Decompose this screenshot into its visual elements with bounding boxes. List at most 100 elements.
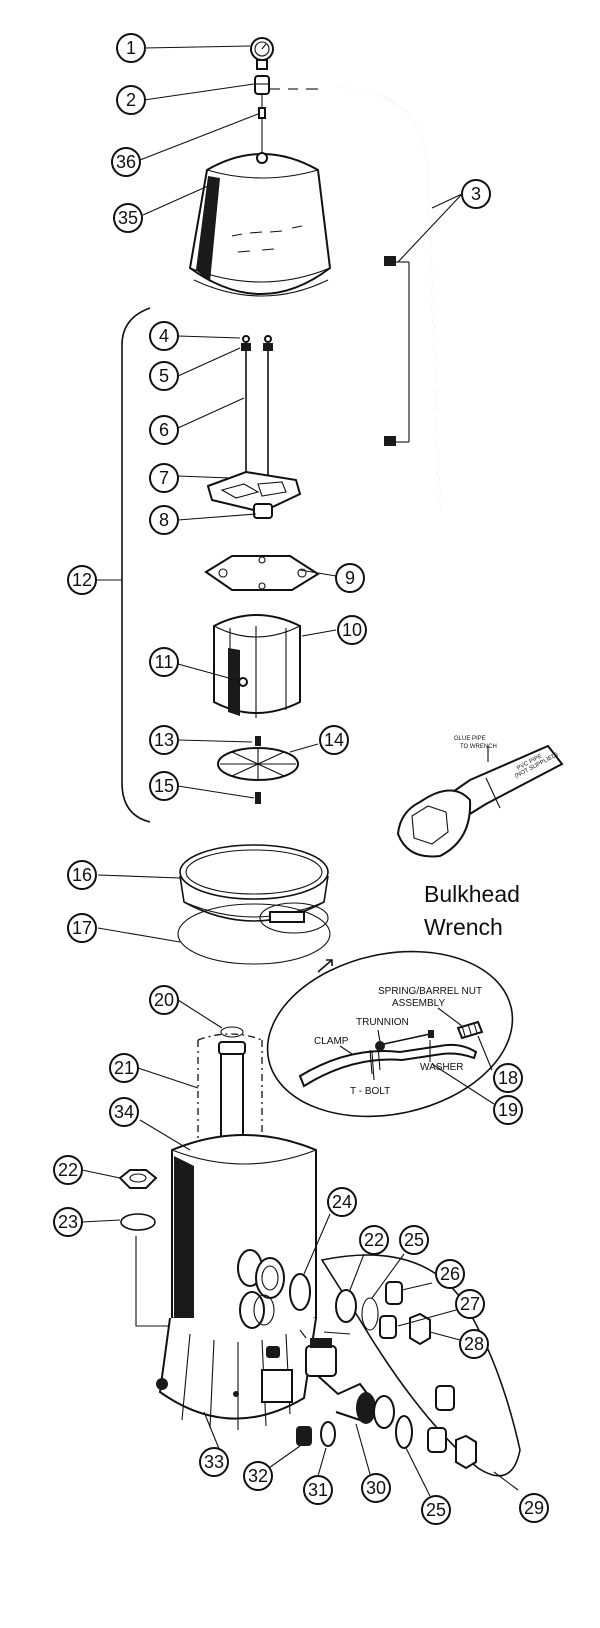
- callout-16-number: 16: [72, 865, 92, 885]
- callout-1-number: 1: [126, 38, 136, 58]
- callout-11: 11: [149, 647, 179, 677]
- callout-18-number: 18: [498, 1068, 518, 1088]
- tie-rods: [241, 335, 273, 478]
- tank-outlet-fittings: [237, 1249, 285, 1329]
- callout-8: 8: [149, 505, 179, 535]
- callout-35-number: 35: [118, 208, 138, 228]
- callout-25-bottom: 25: [421, 1495, 451, 1525]
- clamp-label: CLAMP: [314, 1036, 349, 1047]
- callout-19-number: 19: [498, 1100, 518, 1120]
- callout-14-number: 14: [324, 730, 344, 750]
- trunnion-label: TRUNNION: [356, 1017, 409, 1028]
- wrench-title-line2: Wrench: [424, 914, 503, 940]
- callout-29-number: 29: [524, 1498, 544, 1518]
- clamp-detail-marker: [259, 902, 329, 934]
- callout-20-number: 20: [154, 990, 174, 1010]
- callout-9: 9: [335, 563, 365, 593]
- cartridge-element: [213, 614, 301, 718]
- drain-plug: [296, 1421, 336, 1447]
- callout-3: 3: [461, 179, 491, 209]
- pressure-gauge: [250, 37, 274, 70]
- callout-28-number: 28: [464, 1334, 484, 1354]
- callout-2-number: 2: [126, 90, 136, 110]
- callout-21-number: 21: [114, 1058, 134, 1078]
- callout-3-number: 3: [471, 184, 481, 204]
- callout-13: 13: [149, 725, 179, 755]
- washer-label: WASHER: [420, 1062, 464, 1073]
- glue-label-line2: TO WRENCH: [460, 744, 497, 750]
- callout-24: 24: [327, 1187, 357, 1217]
- bulkhead-o-ring-24: [289, 1273, 311, 1311]
- t-bolt-label: T - BOLT: [350, 1086, 390, 1097]
- callout-4: 4: [149, 321, 179, 351]
- callout-22-right-number: 22: [364, 1230, 384, 1250]
- callout-5: 5: [149, 361, 179, 391]
- callout-28: 28: [459, 1329, 489, 1359]
- spring-barrel-nut-label-line2: ASSEMBLY: [392, 998, 445, 1009]
- callout-15-number: 15: [154, 776, 174, 796]
- glue-label-line1: GLUE PIPE: [454, 736, 486, 742]
- callout-35: 35: [113, 203, 143, 233]
- callout-4-number: 4: [159, 326, 169, 346]
- clamp-detail-inset: [266, 950, 514, 1118]
- manifold: [206, 470, 302, 519]
- spring-barrel-nut-label-line1: SPRING/BARREL NUT: [378, 986, 482, 997]
- callout-22-right: 22: [359, 1225, 389, 1255]
- callout-31-number: 31: [308, 1480, 328, 1500]
- callout-18: 18: [493, 1063, 523, 1093]
- callout-9-number: 9: [345, 568, 355, 588]
- bottom-spacer: [217, 736, 299, 804]
- callout-13-number: 13: [154, 730, 174, 750]
- tank-lid: [188, 152, 332, 297]
- callout-17: 17: [67, 913, 97, 943]
- callout-20: 20: [149, 985, 179, 1015]
- callout-7: 7: [149, 463, 179, 493]
- callout-7-number: 7: [159, 468, 169, 488]
- callout-24-number: 24: [332, 1192, 352, 1212]
- plumbing-parts-inset: [320, 1254, 521, 1477]
- callout-26-number: 26: [440, 1264, 460, 1284]
- callout-19: 19: [493, 1095, 523, 1125]
- callout-25-top-number: 25: [404, 1230, 424, 1250]
- callout-34-number: 34: [114, 1102, 134, 1122]
- callout-22-left-number: 22: [58, 1160, 78, 1180]
- callout-32-number: 32: [248, 1466, 268, 1486]
- clamp-detail-parts: [298, 1020, 484, 1088]
- callout-27-number: 27: [460, 1294, 480, 1314]
- callout-33: 33: [199, 1447, 229, 1477]
- callout-2: 2: [116, 85, 146, 115]
- callout-27: 27: [455, 1289, 485, 1319]
- tank-clamp: [179, 844, 329, 923]
- callout-16: 16: [67, 860, 97, 890]
- wrench-title-line1: Bulkhead: [424, 881, 520, 907]
- callout-12: 12: [67, 565, 97, 595]
- callout-6: 6: [149, 415, 179, 445]
- callout-1: 1: [116, 33, 146, 63]
- callout-11-number: 11: [155, 652, 174, 672]
- callout-12-number: 12: [72, 570, 92, 590]
- detail-arrow: [317, 959, 333, 973]
- air-relief-tube: [270, 87, 441, 511]
- callout-32: 32: [243, 1461, 273, 1491]
- top-spacer: [204, 555, 320, 591]
- gauge-adapter: [254, 75, 270, 95]
- callout-14: 14: [319, 725, 349, 755]
- tank-o-ring: [177, 903, 331, 965]
- callout-36-number: 36: [116, 152, 136, 172]
- callout-5-number: 5: [159, 366, 169, 386]
- callout-36: 36: [111, 147, 141, 177]
- callout-23-number: 23: [58, 1212, 78, 1232]
- callout-15: 15: [149, 771, 179, 801]
- standpipe-o-ring: [220, 1026, 244, 1038]
- callout-25-top: 25: [399, 1225, 429, 1255]
- callout-leaders: [81, 45, 519, 1497]
- callout-26: 26: [435, 1259, 465, 1289]
- callout-30: 30: [361, 1473, 391, 1503]
- callout-17-number: 17: [72, 918, 92, 938]
- callout-30-number: 30: [366, 1478, 386, 1498]
- callout-31: 31: [303, 1475, 333, 1505]
- left-bulkhead-nut: [118, 1169, 158, 1189]
- callout-21: 21: [109, 1053, 139, 1083]
